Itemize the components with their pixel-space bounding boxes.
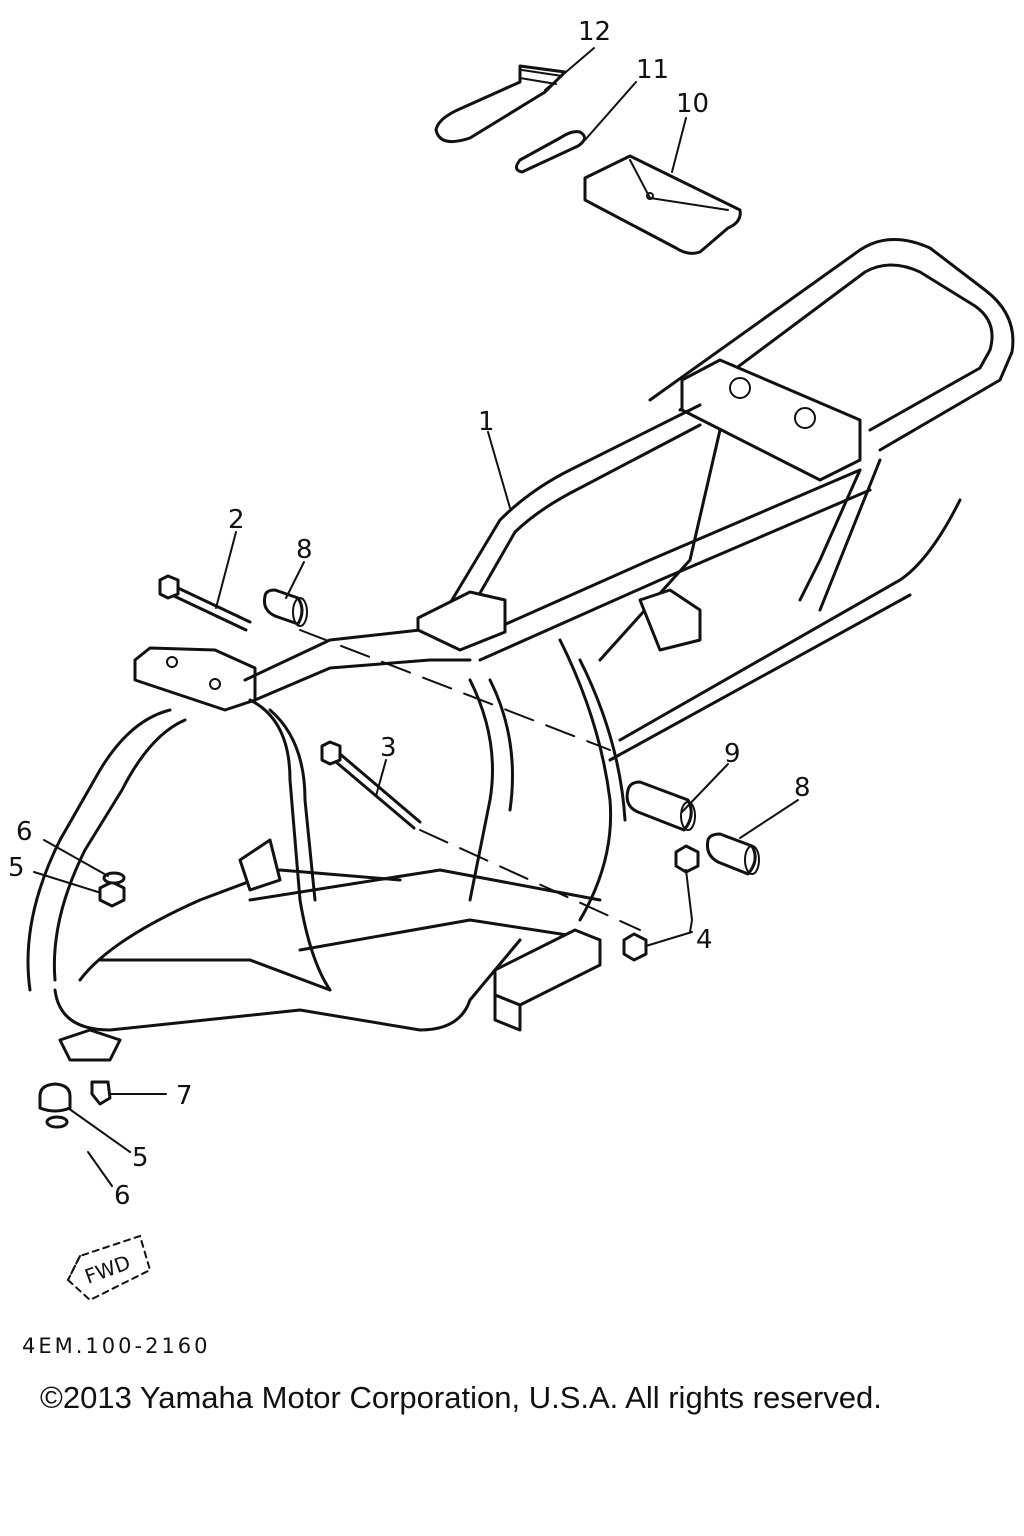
part-6-collar-upper — [102, 871, 126, 885]
part-10-tool-pouch — [583, 154, 742, 255]
drawing-code: 4EM.100-2160 — [22, 1334, 211, 1358]
part-3-bolt — [320, 740, 422, 830]
callout-labels: 12 11 10 1 2 8 3 9 8 4 6 5 7 5 6 — [8, 17, 811, 1211]
callout-6-upper: 6 — [16, 817, 33, 847]
callout-5-upper: 5 — [8, 853, 25, 883]
callout-6-lower: 6 — [114, 1181, 131, 1211]
part-6-collar-lower — [45, 1115, 69, 1129]
callout-12: 12 — [578, 17, 611, 47]
callout-2: 2 — [228, 505, 245, 535]
part-12-strap — [434, 64, 567, 144]
part-9-collar — [625, 780, 696, 832]
callout-3: 3 — [380, 733, 397, 763]
part-11-tool — [515, 130, 586, 174]
part-5-damper-lower — [38, 1082, 72, 1113]
part-7-clip — [90, 1080, 112, 1106]
callout-8-lower: 8 — [794, 773, 811, 803]
part-2-bolt — [158, 574, 252, 632]
part-8-collar-lower — [706, 832, 760, 876]
callout-8-upper: 8 — [296, 535, 313, 565]
copyright-notice: ©2013 Yamaha Motor Corporation, U.S.A. A… — [40, 1380, 882, 1415]
part-4-nut-upper — [674, 844, 700, 874]
part-8-collar-upper — [263, 588, 308, 627]
fwd-direction-indicator: FWD — [66, 1234, 152, 1302]
frame-exploded-diagram: 12 11 10 1 2 8 3 9 8 4 6 5 7 5 6 FWD — [8, 17, 1015, 1302]
callout-4: 4 — [696, 925, 713, 955]
callout-9: 9 — [724, 739, 741, 769]
callout-10: 10 — [676, 89, 709, 119]
part-5-damper-upper — [98, 880, 126, 908]
callout-1: 1 — [478, 407, 495, 437]
callout-11: 11 — [636, 55, 669, 85]
callout-7: 7 — [176, 1081, 193, 1111]
part-4-nut-lower — [622, 932, 648, 962]
part-1-frame — [26, 238, 1015, 1062]
callout-5-lower: 5 — [132, 1143, 149, 1173]
leader-lines — [33, 47, 799, 1187]
